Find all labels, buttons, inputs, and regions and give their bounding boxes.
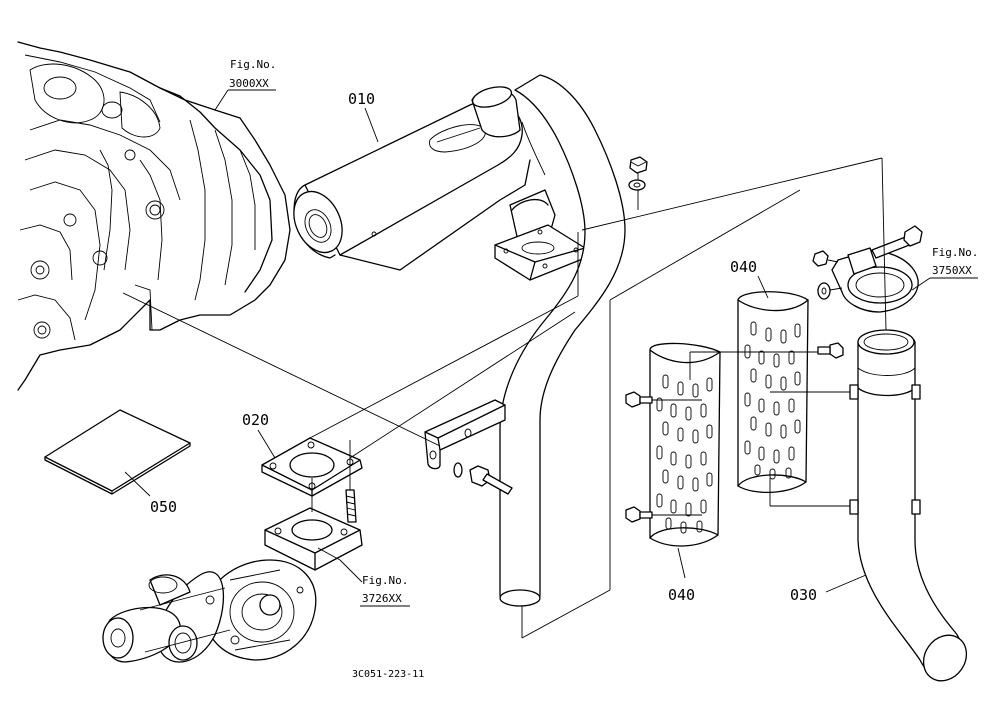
gasket-icon xyxy=(261,437,363,497)
bolt-icon xyxy=(625,506,653,523)
svg-text:3750XX: 3750XX xyxy=(932,264,972,277)
washer-icon xyxy=(453,462,463,478)
engine-block-icon xyxy=(17,41,291,391)
callout-010: 010 xyxy=(348,90,375,108)
washer-icon xyxy=(817,282,831,300)
nut-icon xyxy=(812,250,829,267)
pipe-clamp-icon xyxy=(831,247,919,313)
fig-ref-engine: Fig.No. 3000XX xyxy=(214,58,276,111)
svg-text:Fig.No.: Fig.No. xyxy=(230,58,276,71)
bolt-icon xyxy=(817,342,844,359)
heat-shield-front-icon xyxy=(649,342,721,547)
bolt-icon xyxy=(625,391,653,408)
callout-040-front: 040 xyxy=(668,586,695,604)
svg-text:3000XX: 3000XX xyxy=(229,77,269,90)
svg-text:Fig.No.: Fig.No. xyxy=(362,574,408,587)
svg-text:Fig.No.: Fig.No. xyxy=(932,246,978,259)
callout-020: 020 xyxy=(242,411,269,429)
assembly-lines xyxy=(122,157,887,639)
exhaust-pipe-lower-icon xyxy=(849,329,968,682)
bolt-icon xyxy=(469,465,513,495)
heat-shield-rear-icon xyxy=(737,291,809,494)
nut-icon xyxy=(629,156,648,174)
washer-icon xyxy=(628,179,646,191)
callout-040-rear: 040 xyxy=(730,258,757,276)
muffler-icon xyxy=(293,86,586,281)
svg-text:3726XX: 3726XX xyxy=(362,592,402,605)
drawing-code: 3C051-223-11 xyxy=(352,669,424,680)
stud-bolt-icon xyxy=(345,489,357,523)
callout-050: 050 xyxy=(150,498,177,516)
turbocharger-icon xyxy=(102,507,363,663)
fig-ref-clamp: Fig.No. 3750XX xyxy=(911,246,978,291)
callout-030: 030 xyxy=(790,586,817,604)
booklet-icon xyxy=(44,409,191,495)
bracket-icon xyxy=(424,399,506,470)
exhaust-pipe-icon xyxy=(499,74,626,607)
bolt-icon xyxy=(871,225,923,259)
fig-ref-turbo: Fig.No. 3726XX xyxy=(317,547,410,607)
